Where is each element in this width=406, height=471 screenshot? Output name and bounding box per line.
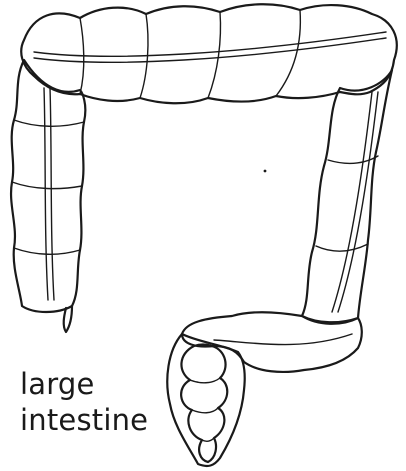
caption-line-large: large [20, 366, 148, 402]
ascending-colon [11, 60, 85, 332]
descending-colon [302, 70, 392, 324]
speck-mark [264, 170, 267, 173]
rectum [167, 334, 244, 466]
diagram-caption: large intestine [20, 366, 148, 438]
caption-line-intestine: intestine [20, 402, 148, 438]
